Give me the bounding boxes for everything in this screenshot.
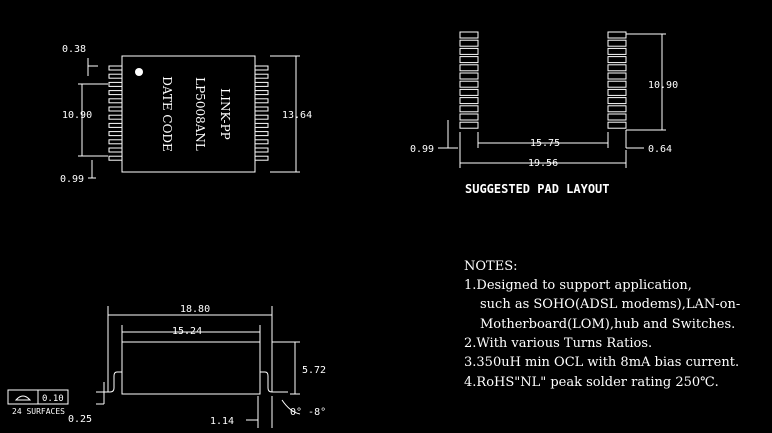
lead-pin — [254, 98, 269, 104]
package-marking-line2: LP5008ANL — [193, 77, 207, 151]
lead-pin — [254, 147, 269, 153]
package-body — [121, 55, 256, 173]
side-dim-angle: 0° -8° — [290, 407, 326, 418]
side-dim-height: 5.72 — [302, 365, 326, 376]
solder-pad — [459, 113, 479, 121]
pad-layout: 10.90 0.99 0.64 15.75 19.56 SUGGESTED PA… — [410, 31, 678, 196]
solder-pad — [607, 64, 627, 72]
solder-pad — [459, 31, 479, 39]
dim-body-width: 13.64 — [282, 110, 312, 121]
pad-layout-caption: SUGGESTED PAD LAYOUT — [465, 182, 610, 196]
pad-dim-span: 10.90 — [648, 80, 678, 91]
solder-pad — [607, 39, 627, 47]
lead-pin — [254, 131, 269, 137]
left-pin-row — [108, 65, 123, 161]
lead-pin — [108, 131, 123, 137]
lead-pin — [254, 90, 269, 96]
dim-pin-width: 0.38 — [62, 44, 86, 55]
pad-dim-width: 0.64 — [648, 144, 672, 155]
lead-pin — [108, 114, 123, 120]
note-line-2: such as SOHO(ADSL modems),LAN-on- — [480, 297, 740, 312]
package-marking-line1: LINK-PP — [218, 88, 232, 140]
lead-pin — [254, 73, 269, 79]
lead-pin — [108, 65, 123, 71]
lead-pin — [254, 81, 269, 87]
solder-pad — [607, 47, 627, 55]
lead-pin — [108, 147, 123, 153]
note-line-6: 4.RoHS"NL" peak solder rating 250℃. — [464, 375, 719, 390]
notes-block: NOTES: 1.Designed to support application… — [464, 259, 740, 390]
solder-pad — [607, 121, 627, 129]
lead-pin — [108, 139, 123, 145]
pad-column-right — [607, 31, 627, 129]
pad-dim-inner: 15.75 — [530, 138, 560, 149]
notes-title: NOTES: — [464, 259, 517, 274]
dim-pitch: 0.99 — [60, 174, 84, 185]
solder-pad — [607, 31, 627, 39]
pad-dim-pitch: 0.99 — [410, 144, 434, 155]
lead-pin — [254, 114, 269, 120]
solder-pad — [459, 56, 479, 64]
solder-pad — [607, 105, 627, 113]
side-body — [121, 341, 261, 395]
pin1-marker — [135, 68, 143, 76]
solder-pad — [459, 97, 479, 105]
dim-pin-span: 10.90 — [62, 110, 92, 121]
note-line-4: 2.With various Turns Ratios. — [464, 336, 652, 351]
solder-pad — [607, 97, 627, 105]
side-dim-foot: 1.14 — [210, 416, 234, 427]
lead-pin — [254, 65, 269, 71]
profile-tolerance-icon — [14, 395, 32, 401]
package-marking-line3: DATE CODE — [160, 76, 174, 152]
right-pin-row — [254, 65, 269, 161]
lead-pin — [254, 106, 269, 112]
side-dim-overall: 18.80 — [180, 304, 210, 315]
flatness-value: 0.10 — [42, 394, 64, 404]
lead-pin — [108, 73, 123, 79]
lead-pin — [254, 122, 269, 128]
solder-pad — [459, 105, 479, 113]
lead-pin — [108, 98, 123, 104]
flatness-symbol-cell — [7, 389, 39, 405]
note-line-5: 3.350uH min OCL with 8mA bias current. — [464, 355, 739, 370]
solder-pad — [607, 88, 627, 96]
flatness-value-cell — [37, 389, 69, 405]
solder-pad — [459, 121, 479, 129]
angle-arc — [281, 399, 301, 415]
lead-pin — [108, 155, 123, 161]
note-line-3: Motherboard(LOM),hub and Switches. — [480, 317, 735, 332]
side-dim-body: 15.24 — [172, 326, 202, 337]
solder-pad — [459, 39, 479, 47]
solder-pad — [459, 47, 479, 55]
solder-pad — [607, 80, 627, 88]
solder-pad — [607, 113, 627, 121]
pad-column-left — [459, 31, 479, 129]
solder-pad — [459, 64, 479, 72]
lead-pin — [254, 155, 269, 161]
solder-pad — [459, 72, 479, 80]
lead-pin — [108, 122, 123, 128]
solder-pad — [607, 56, 627, 64]
flatness-caption: 24 SURFACES — [12, 407, 65, 416]
solder-pad — [607, 72, 627, 80]
solder-pad — [459, 80, 479, 88]
lead-pin — [108, 81, 123, 87]
lead-pin — [108, 90, 123, 96]
lead-pin — [254, 139, 269, 145]
pad-dim-outer: 19.56 — [528, 158, 558, 169]
solder-pad — [459, 88, 479, 96]
top-view: LINK-PP LP5008ANL DATE CODE 0.38 10.90 0… — [60, 44, 312, 185]
note-line-1: 1.Designed to support application, — [464, 278, 692, 293]
lead-pin — [108, 106, 123, 112]
side-dim-standoff: 0.25 — [68, 414, 92, 425]
side-view: 18.80 15.24 5.72 0.25 1.14 0° -8° 0.10 2… — [7, 304, 326, 428]
right-lead — [260, 371, 288, 393]
left-lead — [96, 371, 122, 393]
